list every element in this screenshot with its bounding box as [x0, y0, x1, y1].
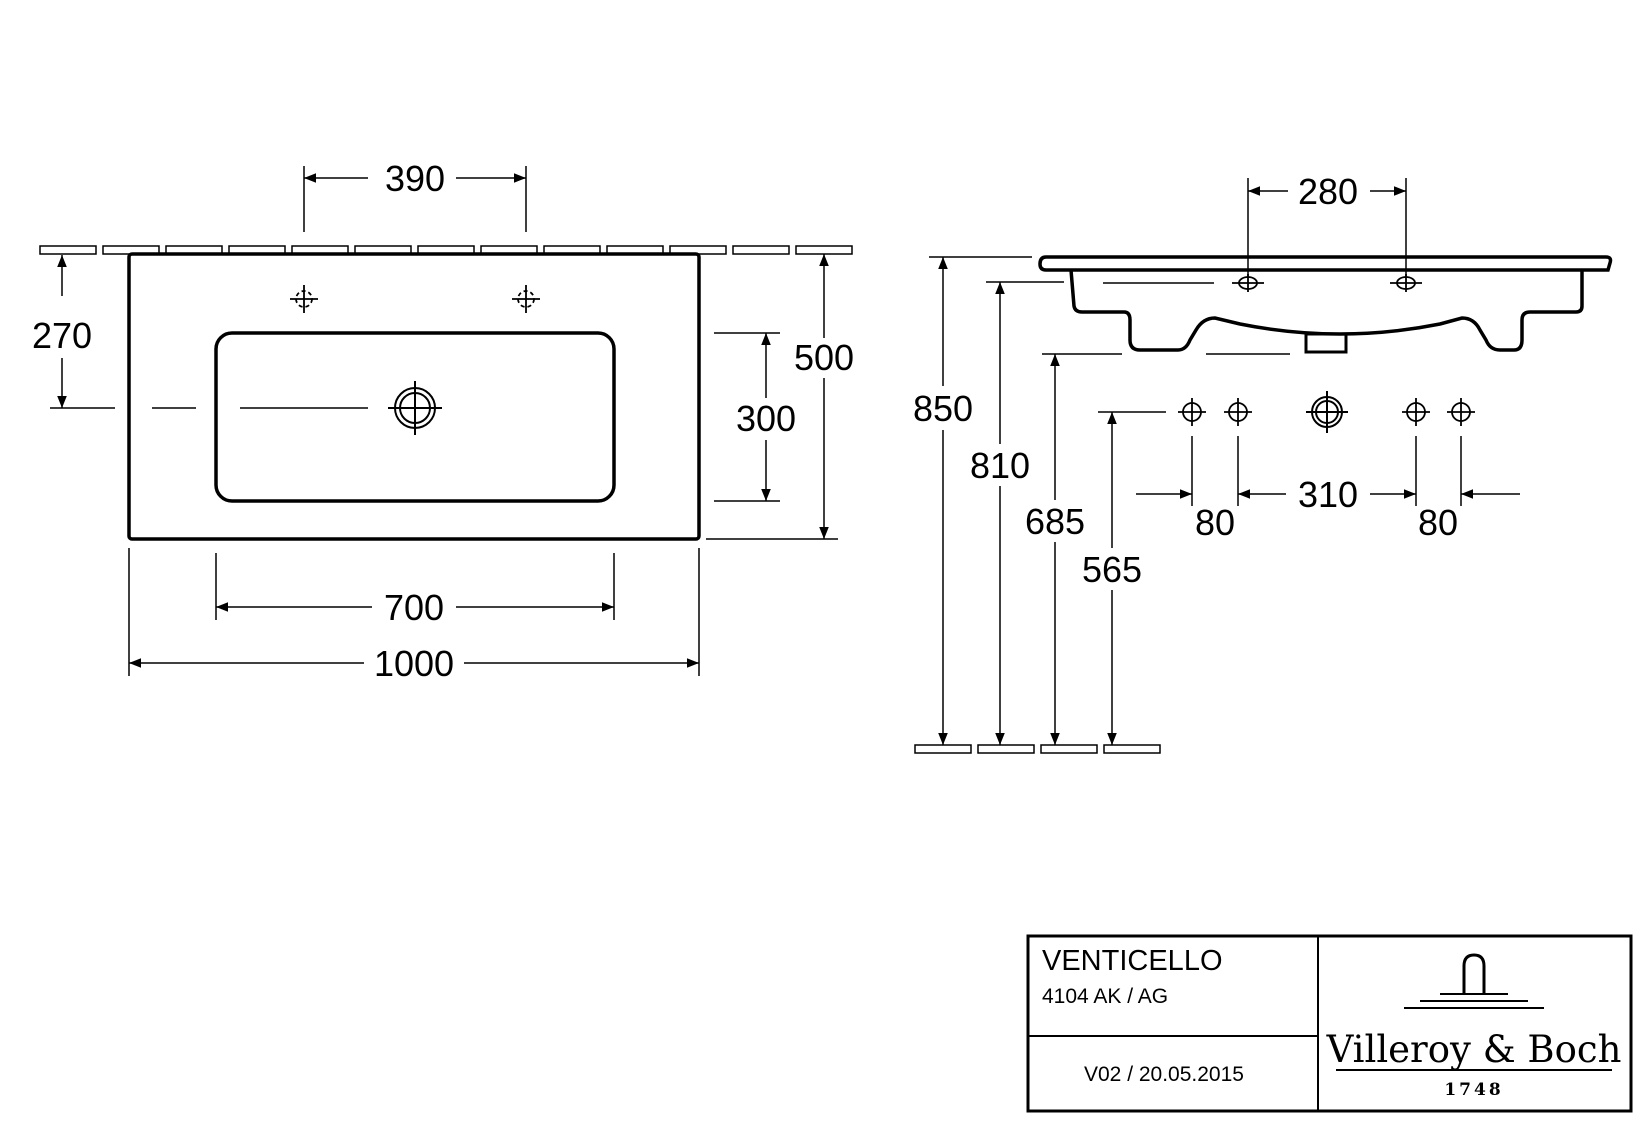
version-date: V02 / 20.05.2015 — [1084, 1063, 1244, 1086]
dim-label: 280 — [1298, 171, 1358, 212]
dimension-overflow-spacing: 280 — [1247, 171, 1407, 278]
dim-label: 700 — [384, 587, 444, 628]
side-view: 280 850 810 685 565 — [913, 171, 1613, 754]
dim-label: 390 — [385, 158, 445, 199]
title-block: VENTICELLO 4104 AK / AG V02 / 20.05.2015… — [1026, 934, 1633, 1113]
dim-label: 270 — [32, 315, 92, 356]
connection-hole-icon — [1402, 398, 1430, 426]
dimension-pipe-height: 565 — [1082, 411, 1166, 745]
brand-name: Villeroy & Boch — [1326, 1028, 1622, 1071]
connection-hole-icon — [1447, 398, 1475, 426]
brand-logo: Villeroy & Boch 1748 — [1326, 953, 1622, 1100]
dim-label: 80 — [1418, 502, 1458, 543]
dim-label: 500 — [794, 337, 854, 378]
floor-hatching — [914, 744, 1161, 754]
dimension-tap-spacing: 390 — [303, 158, 527, 232]
basin-outline — [127, 252, 701, 541]
waste-connection-icon — [1306, 391, 1348, 433]
connection-hole-icon — [1224, 398, 1252, 426]
dimension-waste-height: 685 — [1025, 353, 1290, 745]
dim-label: 1000 — [374, 643, 454, 684]
dim-label: 565 — [1082, 549, 1142, 590]
dimension-total-width: 1000 — [128, 548, 700, 684]
top-view: 390 270 500 300 700 — [32, 158, 854, 684]
bowl-outline — [214, 331, 616, 503]
dimension-connection-spacing: 80 310 80 — [1136, 436, 1520, 543]
tap-hole-icon — [290, 285, 318, 313]
drain-icon — [388, 381, 442, 435]
dimension-tap-offset: 270 — [32, 255, 92, 408]
brand-year: 1748 — [1444, 1080, 1503, 1100]
dim-label: 810 — [970, 445, 1030, 486]
basin-rim — [1038, 255, 1613, 272]
dim-label: 310 — [1298, 474, 1358, 515]
dim-label: 850 — [913, 388, 973, 429]
tap-hole-icon — [512, 285, 540, 313]
basin-body — [1069, 269, 1584, 352]
dimension-bowl-width: 700 — [215, 553, 615, 628]
dim-label: 685 — [1025, 501, 1085, 542]
dim-label: 80 — [1195, 502, 1235, 543]
fountain-icon — [1462, 953, 1486, 993]
dimension-depth: 500 — [706, 254, 854, 540]
product-code: 4104 AK / AG — [1042, 985, 1168, 1008]
dimension-rim-height: 850 — [913, 256, 1032, 745]
basin-outlet — [1304, 332, 1348, 354]
connection-hole-icon — [1178, 398, 1206, 426]
dim-label: 300 — [736, 398, 796, 439]
dimension-bowl-depth: 300 — [714, 332, 796, 502]
dimension-basin-height: 810 — [970, 281, 1064, 745]
product-name: VENTICELLO — [1042, 945, 1223, 977]
